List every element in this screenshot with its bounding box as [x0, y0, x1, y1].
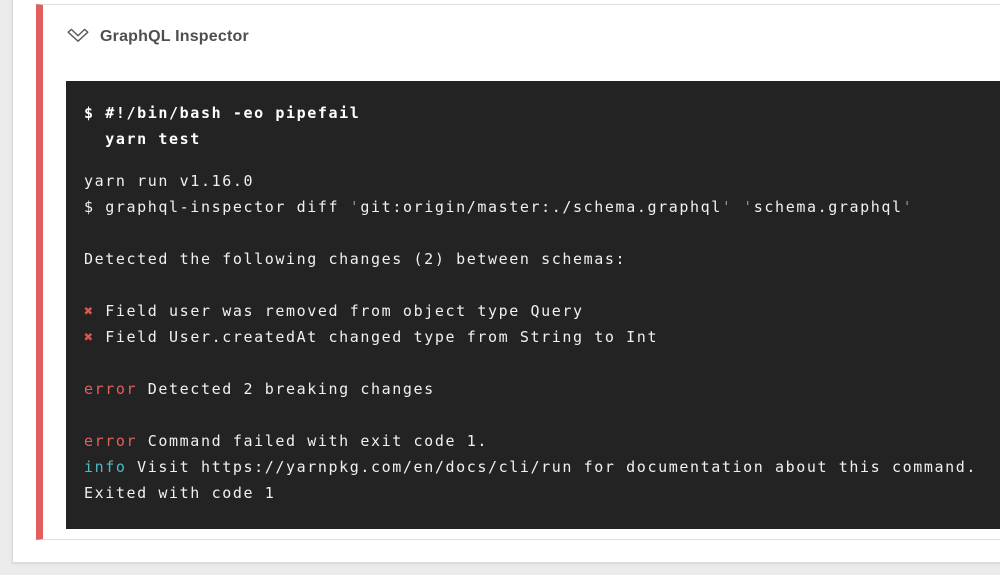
terminal-line: yarn test [84, 130, 201, 148]
build-panel: GraphQL Inspector $ #!/bin/bash -eo pipe… [12, 0, 1000, 563]
terminal-output: $ #!/bin/bash -eo pipefail yarn test yar… [66, 81, 1000, 529]
terminal-line [84, 350, 996, 376]
terminal-line [84, 272, 996, 298]
terminal-line: ✖ Field User.createdAt changed type from… [84, 328, 659, 346]
terminal-output-block: yarn run v1.16.0 $ graphql-inspector diff… [84, 168, 996, 506]
terminal-line: $ #!/bin/bash -eo pipefail [84, 104, 361, 122]
terminal-line [84, 402, 996, 428]
terminal-line: Exited with code 1 [84, 484, 276, 502]
terminal-line: error Detected 2 breaking changes [84, 380, 435, 398]
chevron-collapse-icon[interactable] [66, 27, 90, 47]
step-header[interactable]: GraphQL Inspector [66, 26, 336, 48]
terminal-line: ✖ Field user was removed from object typ… [84, 302, 584, 320]
terminal-line: error Command failed with exit code 1. [84, 432, 488, 450]
step-title: GraphQL Inspector [100, 28, 249, 45]
build-step-card: GraphQL Inspector $ #!/bin/bash -eo pipe… [36, 4, 1000, 540]
terminal-line: Detected the following changes (2) betwe… [84, 250, 627, 268]
terminal-line: yarn run v1.16.0 [84, 172, 255, 190]
terminal-line [84, 220, 996, 246]
terminal-command-block: $ #!/bin/bash -eo pipefail yarn test [84, 100, 996, 152]
terminal-line: info Visit https://yarnpkg.com/en/docs/c… [84, 458, 977, 476]
terminal-line: $ graphql-inspector diff 'git:origin/mas… [84, 198, 914, 216]
